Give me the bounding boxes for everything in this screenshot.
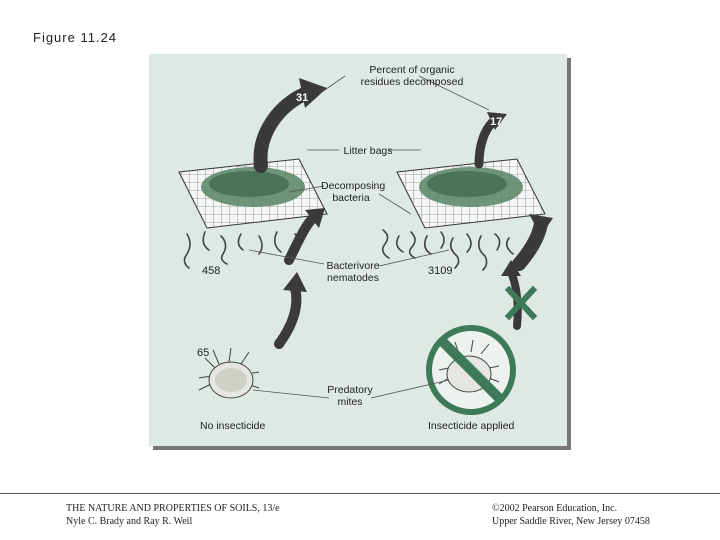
litter-bag-left bbox=[178, 158, 328, 229]
litter-bags-label: Litter bags bbox=[343, 145, 393, 157]
predatory-mites-label: Predatory mites bbox=[327, 384, 373, 408]
footer-publisher-info: ©2002 Pearson Education, Inc. Upper Sadd… bbox=[492, 502, 650, 528]
percent-decomposed-label: Percent of organic residues decomposed bbox=[360, 64, 464, 88]
arrow-mites-left bbox=[274, 272, 307, 349]
insecticide-applied-label: Insecticide applied bbox=[428, 420, 515, 432]
book-title: THE NATURE AND PROPERTIES OF SOILS, 13/e bbox=[66, 503, 280, 514]
nematodes-left bbox=[183, 231, 300, 269]
litter-bag-right bbox=[396, 158, 546, 229]
figure-title: Figure 11.24 bbox=[33, 30, 118, 45]
bacterivore-nematodes-label: Bacterivore nematodes bbox=[326, 260, 380, 284]
mite-left bbox=[198, 347, 260, 399]
mite-right-prohibited bbox=[426, 325, 516, 415]
arrow-decomposed-left bbox=[253, 78, 327, 173]
nematodes-no-insecticide-value: 458 bbox=[202, 265, 221, 277]
blocked-x-icon bbox=[504, 285, 538, 321]
mites-no-insecticide-value: 65 bbox=[197, 347, 210, 359]
diagram-art bbox=[178, 75, 553, 415]
footer-rule bbox=[0, 493, 720, 494]
arrow-decomposed-right bbox=[474, 112, 507, 169]
copyright: ©2002 Pearson Education, Inc. bbox=[492, 503, 618, 514]
book-authors: Nyle C. Brady and Ray R. Weil bbox=[66, 516, 193, 527]
no-insecticide-label: No insecticide bbox=[200, 420, 266, 432]
decomposing-bacteria-label: Decomposing bacteria bbox=[321, 180, 386, 204]
decomposed-insecticide-value: 17 bbox=[490, 116, 503, 128]
publisher-location: Upper Saddle River, New Jersey 07458 bbox=[492, 516, 650, 527]
arrow-nematodes-right bbox=[512, 214, 553, 271]
arrow-nematodes-left bbox=[284, 208, 325, 265]
leader-lines bbox=[248, 75, 490, 399]
nematodes-right bbox=[381, 229, 514, 271]
footer-book-info: THE NATURE AND PROPERTIES OF SOILS, 13/e… bbox=[66, 502, 280, 528]
decomposed-no-insecticide-value: 31 bbox=[296, 92, 309, 104]
nematodes-insecticide-value: 3109 bbox=[428, 265, 453, 277]
